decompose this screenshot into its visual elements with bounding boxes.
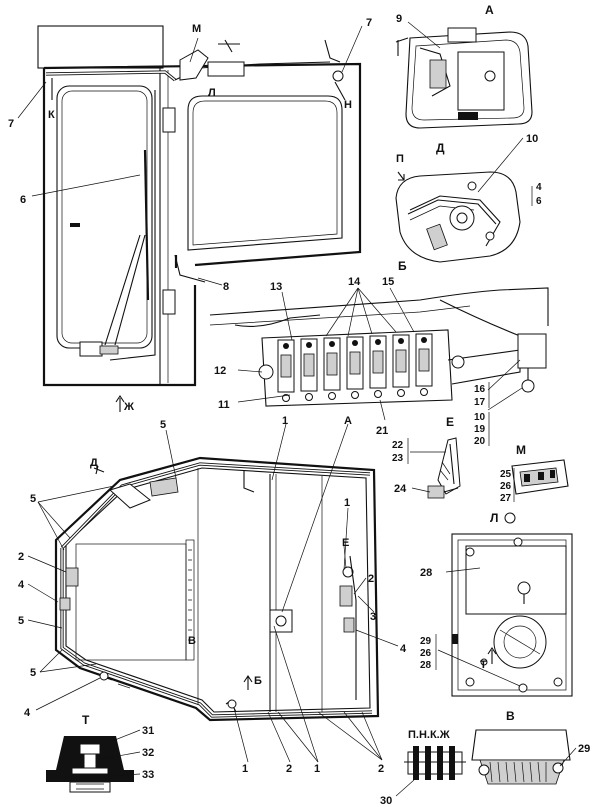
label-5-bottom: 5 [30, 667, 36, 679]
view-n: Н [344, 99, 352, 111]
label-9: 9 [396, 13, 402, 25]
view-e-marker: Е [342, 537, 349, 549]
ref-29: 29 [420, 636, 432, 647]
label-29: 29 [578, 743, 590, 755]
label-28: 28 [420, 567, 432, 579]
label-1-top: 1 [282, 415, 288, 427]
label-4-left: 4 [18, 579, 25, 591]
label-7-right: 7 [366, 17, 372, 29]
ref-19: 19 [474, 424, 486, 435]
label-1-bottom-a: 1 [242, 763, 248, 775]
label-5-mid: 5 [18, 615, 24, 627]
view-t-title: Т [82, 713, 90, 727]
label-4-bottom: 4 [24, 707, 31, 719]
view-m-title: М [516, 443, 526, 457]
view-a-marker: А [344, 415, 352, 427]
view-d-title: Д [436, 141, 445, 155]
ref-26b: 26 [420, 648, 432, 659]
ref-16: 16 [474, 384, 486, 395]
view-d-detail: Д П [395, 141, 521, 263]
view-a-detail: А [395, 3, 533, 129]
view-v-detail: В [471, 709, 571, 785]
view-k: К [48, 109, 55, 121]
ref-4: 4 [536, 182, 542, 193]
label-15: 15 [382, 276, 394, 288]
label-30: 30 [380, 795, 392, 807]
ref-28b: 28 [420, 660, 432, 671]
label-11: 11 [218, 399, 230, 411]
label-2-bottom-right: 2 [378, 763, 384, 775]
label-5-left: 5 [30, 493, 36, 505]
cab-plan-view [54, 456, 380, 722]
fuse-row [277, 333, 433, 402]
label-2-bottom: 2 [286, 763, 292, 775]
label-32: 32 [142, 747, 154, 759]
ref-6: 6 [536, 196, 542, 207]
ref-23: 23 [392, 453, 404, 464]
ref-22: 22 [392, 440, 404, 451]
ref-27: 27 [500, 493, 512, 504]
connector-title: П.Н.К.Ж [408, 729, 450, 741]
view-l-detail: Л [451, 511, 573, 697]
label-1-right: 1 [344, 497, 350, 509]
label-10: 10 [526, 133, 538, 145]
cab-side-view [37, 25, 362, 387]
view-a-title: А [485, 3, 494, 17]
label-24: 24 [394, 483, 407, 495]
view-e-detail: Е [427, 415, 461, 499]
label-3: 3 [370, 611, 376, 623]
ref-17: 17 [474, 397, 486, 408]
label-12: 12 [214, 365, 226, 377]
ref-25: 25 [500, 469, 512, 480]
label-8: 8 [223, 281, 229, 293]
view-t-mark: Т [480, 659, 487, 671]
label-33: 33 [142, 769, 154, 781]
view-t-detail: Т [46, 713, 134, 793]
view-m: М [192, 23, 201, 35]
view-p-title: П [396, 153, 404, 165]
view-m-detail: М [511, 443, 569, 495]
view-b-marker: Б [254, 675, 262, 687]
ref-20: 20 [474, 436, 486, 447]
label-14: 14 [348, 276, 361, 288]
label-5-top: 5 [160, 419, 166, 431]
label-6: 6 [20, 194, 26, 206]
view-e-title: Е [446, 415, 454, 429]
label-4-right: 4 [400, 643, 407, 655]
view-b-title: Б [398, 259, 407, 273]
view-zh: Ж [123, 401, 134, 413]
view-v-title: В [506, 709, 515, 723]
view-v-marker: В [188, 635, 196, 647]
view-l: Л [208, 87, 216, 99]
ref-26: 26 [500, 481, 512, 492]
label-21: 21 [376, 425, 388, 437]
label-31: 31 [142, 725, 154, 737]
label-1-bottom-b: 1 [314, 763, 320, 775]
label-2-right: 2 [368, 573, 374, 585]
label-7-left: 7 [8, 118, 14, 130]
fuse-box-view-b: Б [209, 259, 549, 407]
label-13: 13 [270, 281, 282, 293]
view-d-arrow: Д [90, 457, 98, 469]
label-2-left: 2 [18, 551, 24, 563]
ref-10: 10 [474, 412, 486, 423]
view-l-title: Л [490, 511, 498, 525]
connector-detail: П.Н.К.Ж [404, 729, 466, 780]
